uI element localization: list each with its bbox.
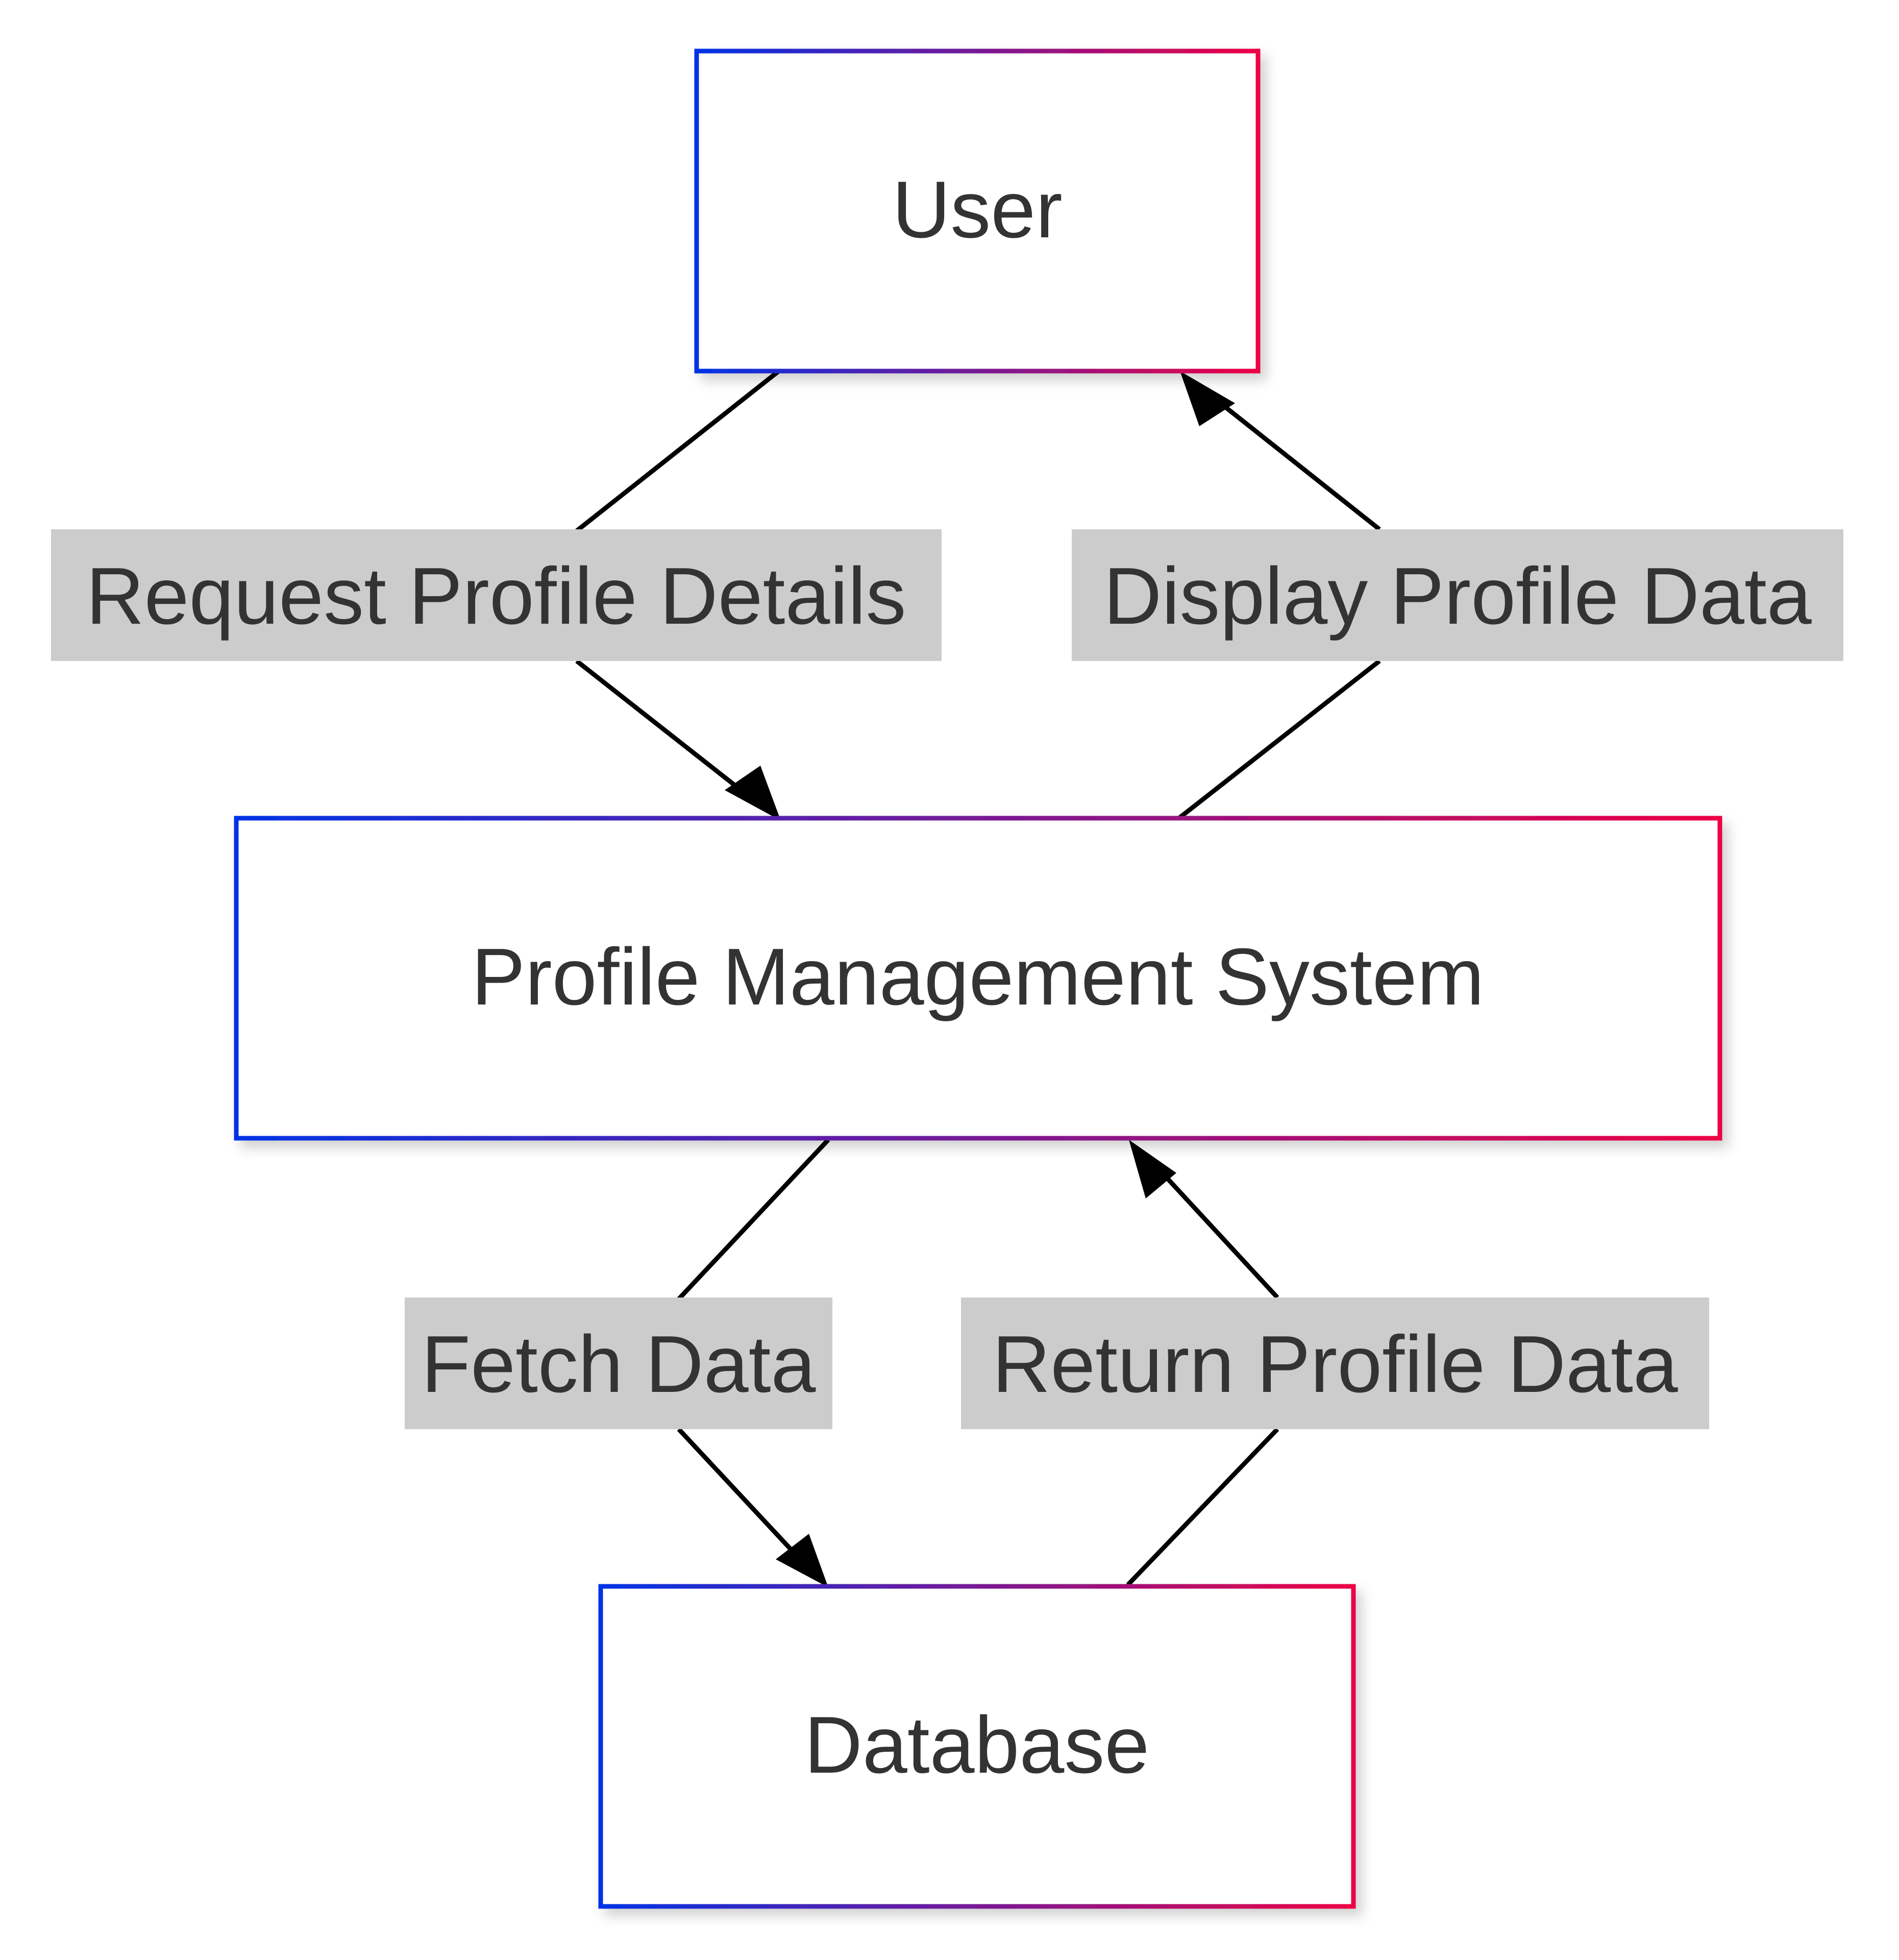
node-user-box[interactable] bbox=[694, 48, 1261, 374]
edge-return-profile-data: Return Profile Data bbox=[961, 1140, 1709, 1587]
node-pms-box[interactable] bbox=[234, 816, 1722, 1141]
node-database-label: Database bbox=[804, 1700, 1149, 1790]
edge-return-label: Return Profile Data bbox=[992, 1319, 1678, 1409]
edge-request-line-lower bbox=[575, 659, 757, 803]
node-user[interactable]: User bbox=[694, 48, 1261, 374]
edge-request-label-bg bbox=[51, 529, 942, 661]
edge-fetch-line-upper bbox=[677, 1138, 830, 1301]
edge-request-profile-details: Request Profile Details bbox=[51, 369, 942, 821]
edge-request-label: Request Profile Details bbox=[86, 551, 906, 641]
edge-display-line-lower bbox=[1177, 659, 1381, 820]
node-user-label: User bbox=[892, 165, 1063, 255]
edge-fetch-arrowhead bbox=[776, 1534, 828, 1587]
node-pms-label: Profile Management System bbox=[472, 932, 1485, 1022]
edge-request-line-upper bbox=[575, 369, 780, 533]
edge-return-label-bg bbox=[961, 1297, 1709, 1429]
edge-display-profile-data: Display Profile Data bbox=[1072, 371, 1843, 820]
edge-display-line-upper bbox=[1203, 388, 1381, 531]
edge-return-line-lower bbox=[1126, 1427, 1279, 1587]
node-profile-management-system[interactable]: Profile Management System bbox=[234, 816, 1722, 1141]
edge-display-label-bg bbox=[1072, 529, 1843, 661]
node-database-box[interactable] bbox=[598, 1584, 1356, 1909]
edge-return-arrowhead bbox=[1129, 1140, 1176, 1198]
edge-fetch-label: Fetch Data bbox=[422, 1319, 816, 1409]
edge-fetch-data: Fetch Data bbox=[405, 1138, 832, 1587]
edge-fetch-label-bg bbox=[405, 1297, 832, 1429]
edge-return-line-upper bbox=[1156, 1167, 1279, 1300]
edge-display-arrowhead bbox=[1180, 371, 1235, 426]
edge-request-arrowhead bbox=[725, 766, 781, 821]
edge-fetch-line-lower bbox=[677, 1427, 808, 1568]
edge-display-label: Display Profile Data bbox=[1103, 551, 1812, 641]
node-database[interactable]: Database bbox=[598, 1584, 1356, 1909]
